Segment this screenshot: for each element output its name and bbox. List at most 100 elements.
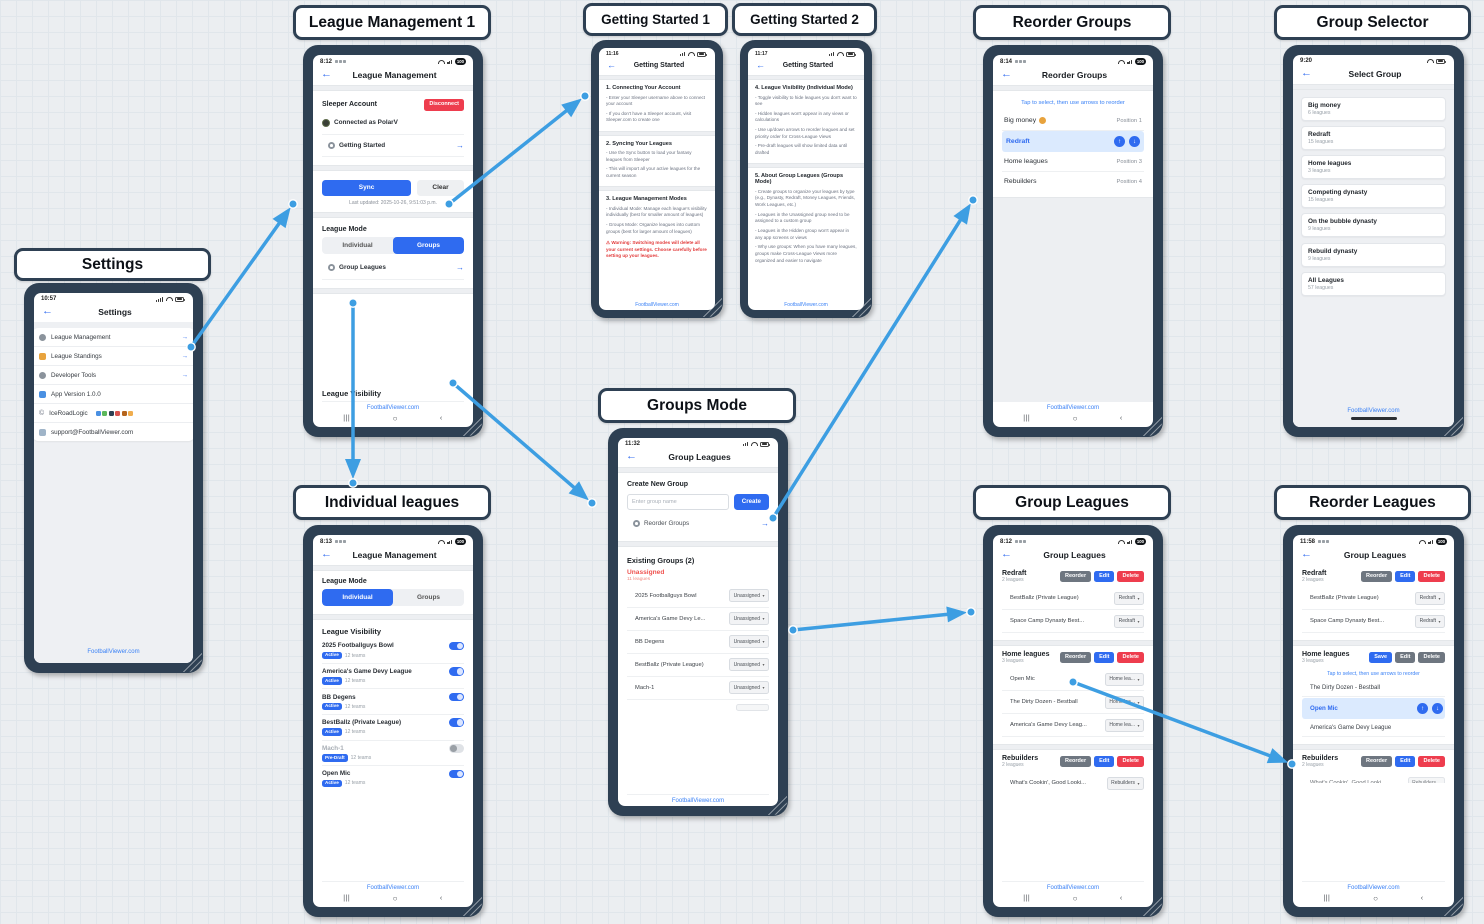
getting-started-row[interactable]: Getting Started →: [322, 133, 464, 157]
reorder-item-row-selected[interactable]: Open Mic ↑↓: [1302, 698, 1445, 720]
reorder-button[interactable]: Reorder: [1361, 755, 1393, 768]
group-dropdown[interactable]: Unassigned▾: [729, 612, 769, 625]
group-row-home-leagues[interactable]: Home leagues Position 3: [1002, 152, 1144, 173]
footer-link[interactable]: FootballViewer.com: [627, 794, 769, 806]
reorder-button[interactable]: Reorder: [1060, 570, 1092, 583]
group-dropdown[interactable]: Redraft▾: [1415, 614, 1445, 628]
back-arrow-icon[interactable]: ←: [321, 548, 332, 561]
group-row-redraft-selected[interactable]: Redraft ↑↓: [1002, 131, 1144, 153]
home-icon[interactable]: ○: [1373, 894, 1378, 903]
group-name-input[interactable]: [627, 494, 729, 510]
back-arrow-icon[interactable]: ←: [1301, 67, 1312, 79]
visibility-toggle-on[interactable]: [449, 641, 464, 651]
mode-individual-button[interactable]: Individual: [322, 589, 393, 607]
edit-button[interactable]: Edit: [1395, 570, 1416, 583]
delete-button[interactable]: Delete: [1117, 755, 1144, 768]
footer-link[interactable]: FootballViewer.com: [322, 881, 464, 893]
back-arrow-icon[interactable]: ←: [1001, 68, 1012, 81]
back-arrow-icon[interactable]: ←: [42, 305, 53, 317]
footer-link[interactable]: FootballViewer.com: [784, 302, 828, 308]
save-button[interactable]: Save: [1369, 651, 1393, 664]
delete-button[interactable]: Delete: [1418, 755, 1445, 768]
group-dropdown[interactable]: Redraft▾: [1114, 591, 1144, 605]
back-arrow-icon[interactable]: ←: [1301, 548, 1312, 561]
group-dropdown[interactable]: Home lea...▾: [1104, 695, 1144, 709]
visibility-toggle-off[interactable]: [449, 744, 464, 753]
reorder-button[interactable]: Reorder: [1060, 755, 1092, 768]
visibility-toggle-on[interactable]: [449, 667, 464, 676]
create-button[interactable]: Create: [733, 494, 769, 510]
menu-item-league-management[interactable]: League Management→: [34, 328, 193, 347]
footer-link[interactable]: FootballViewer.com: [87, 649, 140, 655]
home-icon[interactable]: ○: [1072, 414, 1078, 423]
group-dropdown[interactable]: Redraft▾: [1415, 591, 1445, 605]
group-leagues-row[interactable]: Group Leagues →: [322, 256, 464, 281]
delete-button[interactable]: Delete: [1117, 651, 1144, 664]
mode-groups-button[interactable]: Groups: [416, 594, 441, 602]
edit-button[interactable]: Edit: [1094, 651, 1115, 664]
back-arrow-icon[interactable]: ←: [321, 68, 332, 81]
nav-back-icon[interactable]: ‹: [439, 895, 443, 902]
delete-button[interactable]: Delete: [1117, 570, 1144, 583]
footer-link[interactable]: FootballViewer.com: [1046, 405, 1100, 411]
reorder-groups-row[interactable]: Reorder Groups →: [627, 512, 769, 535]
footer-link[interactable]: FootballViewer.com: [1002, 881, 1144, 893]
edit-button[interactable]: Edit: [1094, 755, 1115, 768]
menu-item-support-email[interactable]: support@FootballViewer.com: [34, 423, 193, 441]
group-dropdown[interactable]: Rebuilders▾: [1106, 776, 1144, 790]
visibility-toggle-on[interactable]: [449, 718, 464, 727]
delete-button[interactable]: Delete: [1418, 570, 1445, 583]
footer-link[interactable]: FootballViewer.com: [1347, 408, 1400, 414]
recents-icon[interactable]: |||: [1023, 895, 1031, 902]
back-arrow-icon[interactable]: ←: [756, 60, 765, 70]
edit-button[interactable]: Edit: [1395, 755, 1416, 768]
footer-link[interactable]: FootballViewer.com: [1302, 881, 1445, 893]
reorder-button[interactable]: Reorder: [1060, 651, 1092, 664]
menu-item-developer-tools[interactable]: Developer Tools→: [34, 366, 193, 385]
menu-item-league-standings[interactable]: League Standings→: [34, 347, 193, 366]
group-dropdown[interactable]: Rebuilders▾: [1407, 776, 1445, 784]
group-row-big-money[interactable]: Big money Position 1: [1002, 111, 1144, 132]
group-dropdown[interactable]: Home lea...▾: [1104, 672, 1144, 686]
nav-back-icon[interactable]: ‹: [439, 415, 443, 422]
back-arrow-icon[interactable]: ←: [607, 60, 616, 70]
home-icon[interactable]: ○: [392, 894, 398, 903]
disconnect-button[interactable]: Disconnect: [424, 99, 464, 111]
visibility-toggle-on[interactable]: [449, 769, 464, 779]
recents-icon[interactable]: |||: [343, 415, 351, 422]
group-dropdown[interactable]: Home lea...▾: [1104, 718, 1144, 732]
nav-back-icon[interactable]: ‹: [1420, 895, 1424, 902]
reorder-button[interactable]: Reorder: [1361, 570, 1393, 583]
group-dropdown[interactable]: Unassigned▾: [729, 658, 769, 671]
delete-button[interactable]: Delete: [1418, 651, 1445, 664]
move-up-button[interactable]: ↑: [1114, 136, 1125, 148]
edit-button[interactable]: Edit: [1094, 570, 1115, 583]
home-icon[interactable]: ○: [392, 414, 398, 423]
footer-link[interactable]: FootballViewer.com: [635, 302, 679, 308]
move-down-button[interactable]: ↓: [1432, 703, 1443, 715]
recents-icon[interactable]: |||: [1323, 895, 1331, 902]
mode-individual-button[interactable]: Individual: [342, 242, 373, 250]
reorder-item-row[interactable]: The Dirty Dozen - Bestball: [1302, 680, 1445, 698]
back-arrow-icon[interactable]: ←: [1001, 548, 1012, 561]
back-arrow-icon[interactable]: ←: [626, 450, 637, 462]
recents-icon[interactable]: |||: [1023, 415, 1031, 422]
visibility-toggle-on[interactable]: [449, 692, 464, 702]
group-dropdown[interactable]: Redraft▾: [1114, 614, 1144, 628]
edit-button[interactable]: Edit: [1395, 651, 1416, 664]
move-down-button[interactable]: ↓: [1129, 136, 1140, 148]
group-dropdown[interactable]: Unassigned▾: [729, 635, 769, 648]
group-dropdown[interactable]: Unassigned▾: [729, 681, 769, 694]
home-icon[interactable]: ○: [1072, 894, 1078, 903]
mode-groups-button[interactable]: Groups: [393, 237, 464, 255]
nav-back-icon[interactable]: ‹: [1119, 415, 1123, 422]
footer-link[interactable]: FootballViewer.com: [366, 405, 420, 411]
sync-button[interactable]: Sync: [322, 179, 412, 197]
